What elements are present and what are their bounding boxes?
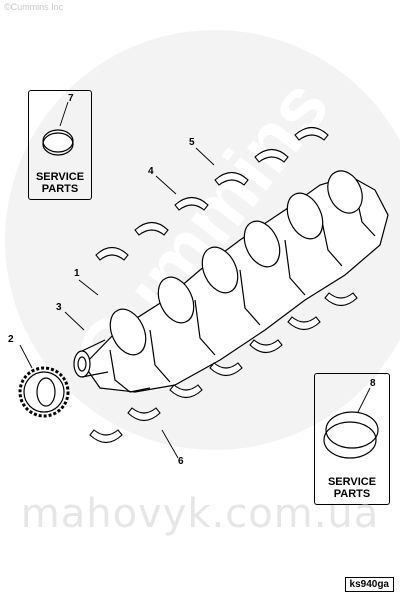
callout-5: 5 [189,137,195,148]
service-parts-box-8: SERVICE PARTS [314,373,390,505]
site-watermark: mahovyk.com.ua [20,491,380,537]
service-ring-8 [323,411,379,459]
service-parts-label-line2: PARTS [333,488,371,500]
service-parts-label-line1: SERVICE [35,171,85,183]
callout-6: 6 [178,456,184,467]
callout-2: 2 [8,334,14,345]
callout-leaders [19,101,371,459]
service-parts-box-7: SERVICE PARTS [28,90,92,200]
callout-1: 1 [74,268,80,279]
callout-3: 3 [56,302,62,313]
figure-id-label: ks940ga [344,577,394,592]
service-parts-label-line2: PARTS [41,183,79,195]
service-parts-label-line1: SERVICE [327,476,377,488]
copyright-text: ©Cummins Inc [4,2,64,12]
crankshaft-gear [18,366,70,418]
crankshaft [73,170,389,393]
callout-7: 7 [68,93,74,104]
main-bearings-upper [95,126,329,261]
callout-4: 4 [148,166,154,177]
main-bearings-lower [89,292,358,444]
service-ring-7 [42,129,74,156]
callout-8: 8 [370,378,376,389]
